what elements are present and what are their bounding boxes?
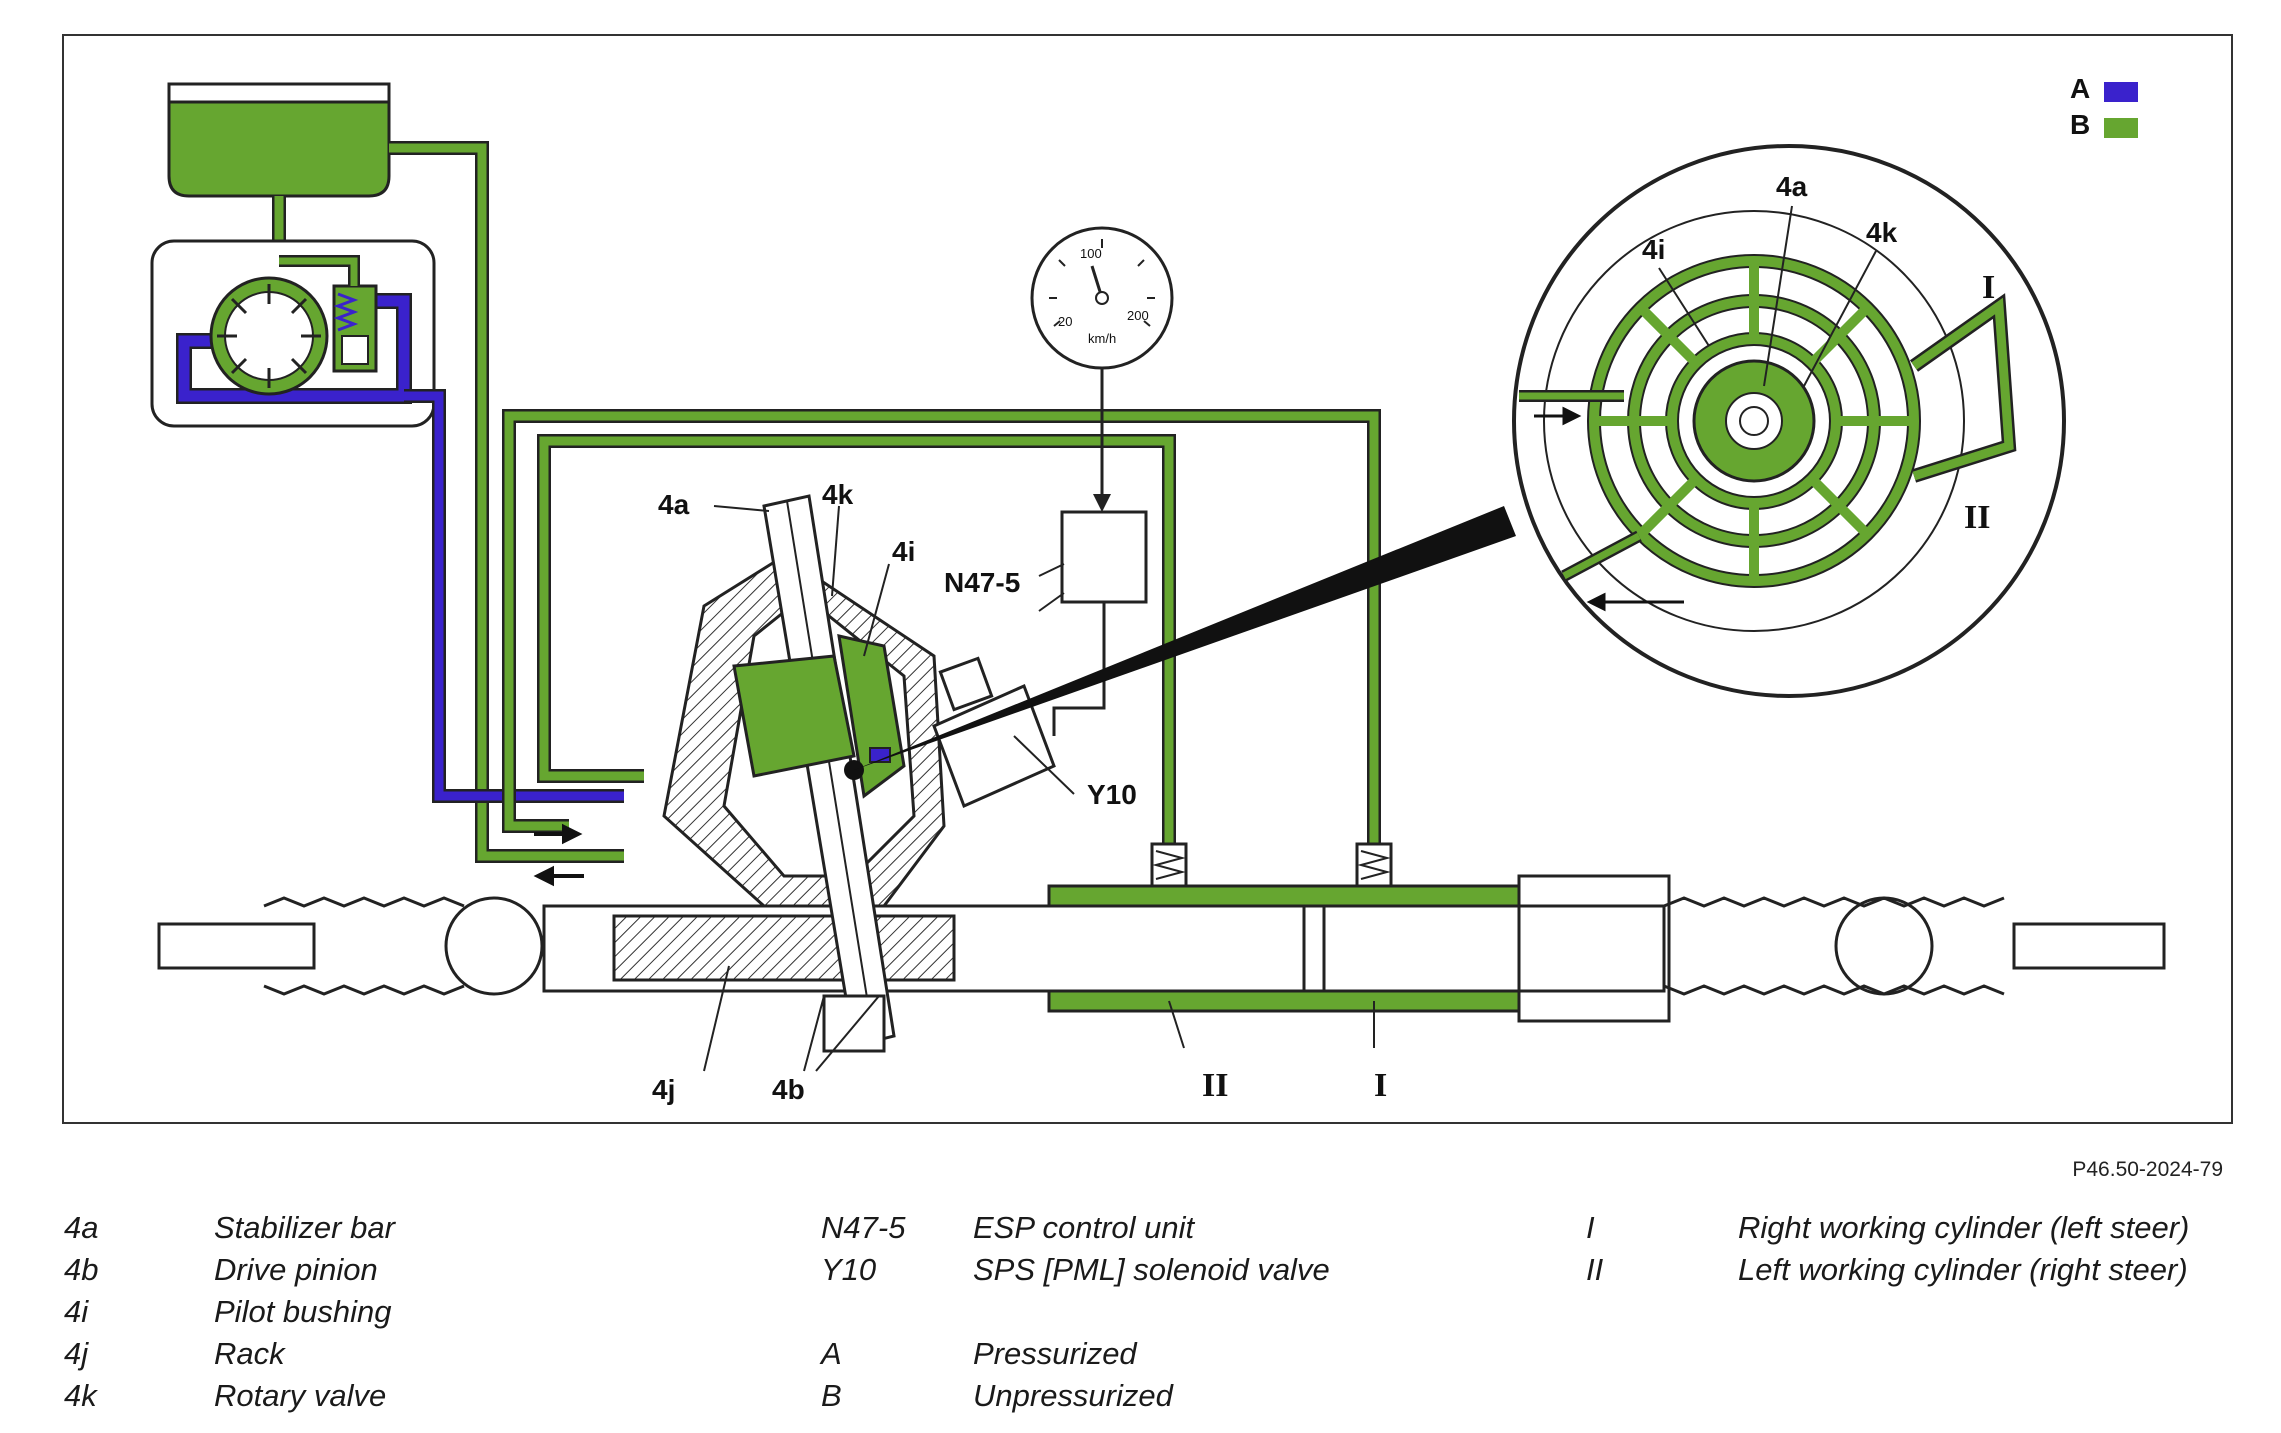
solenoid-valve-y10 xyxy=(932,656,1056,809)
magnifier-beam xyxy=(854,506,1516,770)
callouts: 4a 4k 4i 4j 4b N47-5 Y10 II I xyxy=(652,479,1387,1105)
inset-roman-i: I xyxy=(1982,269,1995,306)
legend-text: Drive pinion xyxy=(214,1252,378,1287)
rotary-valve-detail-inset: 4i 4a 4k I II xyxy=(1512,144,2066,698)
color-key-b-label: B xyxy=(2070,109,2090,140)
legend-item: 4a Stabilizer bar xyxy=(64,1210,764,1252)
legend-code: II xyxy=(1586,1252,1604,1287)
legend-text: Stabilizer bar xyxy=(214,1210,395,1245)
legend-text: Rotary valve xyxy=(214,1378,387,1413)
legend-text: Pressurized xyxy=(973,1336,1137,1371)
legend-item: 4i Pilot bushing xyxy=(64,1294,764,1336)
legend-spacer xyxy=(821,1294,1521,1336)
legend-item: I Right working cylinder (left steer) xyxy=(1586,1210,2226,1252)
callout-n47-5: N47-5 xyxy=(944,567,1020,598)
legend-item: 4j Rack xyxy=(64,1336,764,1378)
legend-code: I xyxy=(1586,1210,1595,1245)
color-key-b-swatch xyxy=(2104,118,2138,138)
power-steering-pump xyxy=(150,239,624,803)
speed-tick-100: 100 xyxy=(1080,246,1102,261)
legend-item: 4b Drive pinion xyxy=(64,1252,764,1294)
legend-code: 4j xyxy=(64,1336,89,1371)
legend-item: Y10 SPS [PML] solenoid valve xyxy=(821,1252,1521,1294)
legend-text: Pilot bushing xyxy=(214,1294,392,1329)
oil-reservoir xyxy=(167,82,624,863)
legend-code: Y10 xyxy=(821,1252,877,1287)
legend-code: 4b xyxy=(64,1252,99,1287)
callout-4k: 4k xyxy=(822,479,854,510)
legend-code: B xyxy=(821,1378,842,1413)
legend-item: B Unpressurized xyxy=(821,1378,1521,1420)
inset-callout-4a: 4a xyxy=(1776,171,1808,202)
legend-text: SPS [PML] solenoid valve xyxy=(973,1252,1330,1287)
legend-code: 4i xyxy=(64,1294,89,1329)
speedometer: 100 20 200 km/h xyxy=(1030,226,1174,512)
legend-code: A xyxy=(821,1336,842,1371)
callout-roman-i: I xyxy=(1374,1067,1387,1104)
legend-text: Left working cylinder (right steer) xyxy=(1738,1252,2188,1287)
legend-column-2: N47-5 ESP control unit Y10 SPS [PML] solen… xyxy=(821,1210,1521,1420)
legend-text: Unpressurized xyxy=(973,1378,1173,1413)
figure-reference: P46.50-2024-79 xyxy=(2072,1158,2223,1181)
esp-control-unit xyxy=(1038,510,1148,736)
steering-system-diagram: 100 20 200 km/h xyxy=(62,34,2233,1124)
callout-4a: 4a xyxy=(658,489,690,520)
color-key: A B xyxy=(2070,73,2138,140)
callout-4j: 4j xyxy=(652,1074,675,1105)
legend-code: 4k xyxy=(64,1378,97,1413)
inset-callout-4k: 4k xyxy=(1866,217,1898,248)
legend-item: II Left working cylinder (right steer) xyxy=(1586,1252,2226,1294)
color-key-a-swatch xyxy=(2104,82,2138,102)
legend-text: Rack xyxy=(214,1336,285,1371)
legend-code: N47-5 xyxy=(821,1210,906,1245)
legend-column-1: 4a Stabilizer bar 4b Drive pinion 4i Pilot … xyxy=(64,1210,764,1420)
legend-item: A Pressurized xyxy=(821,1336,1521,1378)
inset-callout-4i: 4i xyxy=(1642,234,1665,265)
color-key-a-label: A xyxy=(2070,73,2090,104)
callout-y10: Y10 xyxy=(1087,779,1137,810)
legend-item: 4k Rotary valve xyxy=(64,1378,764,1420)
callout-4i: 4i xyxy=(892,536,915,567)
legend-code: 4a xyxy=(64,1210,99,1245)
rotary-valve-assembly xyxy=(662,494,946,1053)
speed-unit: km/h xyxy=(1088,331,1116,346)
callout-4b: 4b xyxy=(772,1074,805,1105)
callout-roman-ii: II xyxy=(1202,1067,1228,1104)
diagram-canvas: 100 20 200 km/h xyxy=(150,73,2166,1105)
legend-text: Right working cylinder (left steer) xyxy=(1738,1210,2190,1245)
legend: 4a Stabilizer bar 4b Drive pinion 4i Pilot … xyxy=(64,1210,2234,1430)
speed-tick-200: 200 xyxy=(1127,308,1149,323)
rack-housing xyxy=(157,842,2166,1023)
legend-item: N47-5 ESP control unit xyxy=(821,1210,1521,1252)
legend-column-3: I Right working cylinder (left steer) II L… xyxy=(1586,1210,2226,1294)
inset-roman-ii: II xyxy=(1964,499,1990,536)
speed-tick-20: 20 xyxy=(1058,314,1072,329)
legend-text: ESP control unit xyxy=(973,1210,1195,1245)
flow-arrows xyxy=(533,823,584,887)
